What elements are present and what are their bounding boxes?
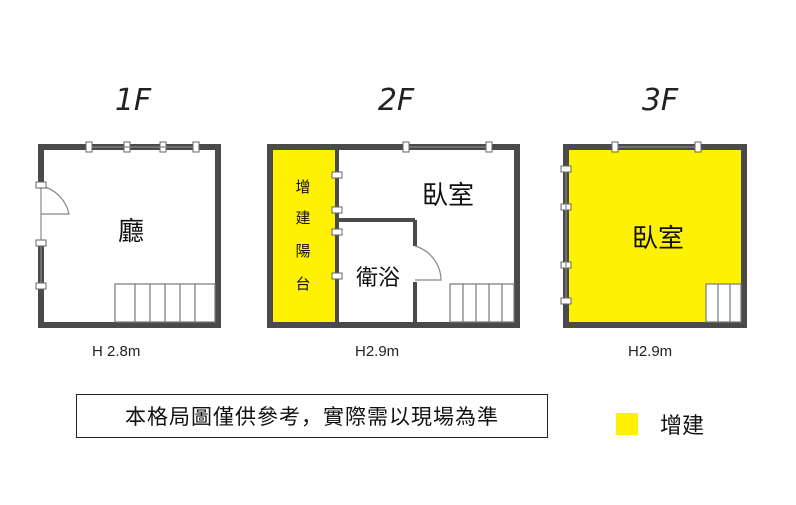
window-marker [611,141,619,153]
floor-label-1f: 1F [115,83,152,118]
balcony-addition-area [270,147,337,325]
outer-wall [38,144,221,328]
window-marker [402,141,410,153]
room-label-bedroom: 臥室 [422,181,474,211]
window-marker [85,141,93,153]
room-label-bedroom: 臥室 [632,224,684,254]
floor-plan-3f: 臥室 [560,141,747,328]
window-marker [35,181,47,189]
window-marker [331,206,343,214]
height-label-1f: H 2.8m [92,343,140,360]
disclaimer-note: 本格局圖僅供參考，實際需以現場為準 [76,394,548,438]
floor-plan-2f: 臥室 衛浴 增 建 陽 台 [267,141,520,328]
window-marker [35,282,47,290]
room-label-bathroom: 衛浴 [356,266,400,291]
staircase [705,283,742,323]
window-marker [331,171,343,179]
door-swing [414,245,442,281]
legend-label: 增建 [660,414,705,439]
window-marker [192,141,200,153]
room-label-balcony: 增 建 陽 台 [295,178,310,293]
window-marker [560,165,572,173]
window-marker [331,228,343,236]
floor-plan-1f: 廳 [35,141,221,328]
height-label-2f: H2.9m [355,343,399,360]
window-marker [560,297,572,305]
balcony-char: 增 [295,178,310,196]
height-label-3f: H2.9m [628,343,672,360]
legend-swatch-addition [616,413,638,435]
staircase [114,283,216,323]
balcony-char: 台 [295,275,310,293]
room-label-living: 廳 [118,217,144,247]
legend: 增建 [616,408,704,440]
floor-label-3f: 3F [642,83,679,118]
door-swing [40,185,70,215]
window-marker [331,272,343,280]
balcony-char: 建 [295,209,310,227]
window-marker [35,239,47,247]
staircase [449,283,515,323]
window-marker [485,141,493,153]
window-marker [694,141,702,153]
floor-label-2f: 2F [378,83,415,118]
balcony-char: 陽 [295,242,310,260]
